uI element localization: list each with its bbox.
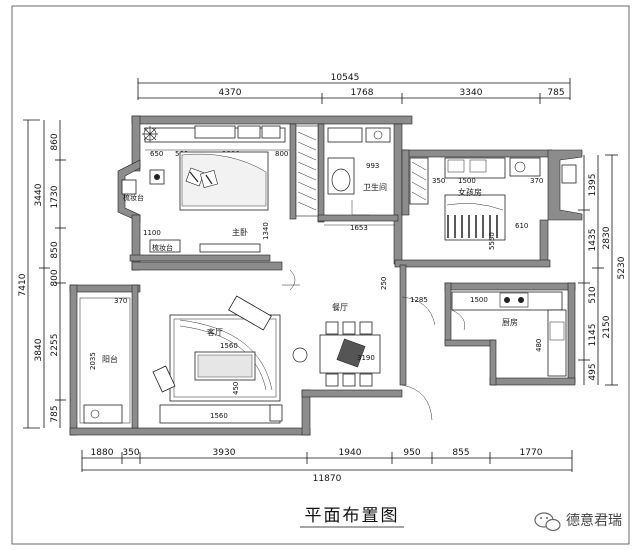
svg-text:480: 480 [535, 339, 543, 352]
svg-text:370: 370 [114, 297, 127, 305]
svg-text:1560: 1560 [220, 342, 238, 350]
top-dimensions: 10545 4370 1768 3340 785 [137, 73, 571, 104]
svg-text:2035: 2035 [89, 352, 97, 370]
walls [69, 115, 583, 436]
right-upper-total: 2830 [602, 226, 612, 249]
left-seg-4: 800 [50, 269, 60, 286]
balcony-label: 阳台 [102, 354, 118, 364]
right-seg-4: 1145 [588, 324, 598, 347]
right-overall-dim: 5230 [617, 256, 627, 279]
left-overall-dim: 7410 [18, 273, 28, 296]
bottom-dimensions: 1880 350 3930 1940 950 855 1770 11870 [81, 448, 573, 484]
bottom-seg-3: 3930 [213, 448, 236, 458]
bottom-overall-dim: 11870 [313, 474, 342, 484]
svg-text:1500: 1500 [470, 296, 488, 304]
left-dimensions: 7410 3440 3840 860 1730 850 800 2255 785 [18, 119, 66, 429]
living-room: 客厅 1560 1560 450 [152, 295, 283, 424]
bathroom-label: 卫生间 [363, 182, 387, 192]
top-dim-1: 4370 [219, 88, 242, 98]
svg-text:3190: 3190 [357, 354, 375, 362]
top-dim-4: 785 [547, 88, 564, 98]
left-seg-1: 860 [50, 133, 60, 150]
svg-text:650: 650 [150, 150, 163, 158]
living-room-label: 客厅 [207, 327, 223, 337]
left-seg-5: 2255 [50, 334, 60, 357]
wardrobe [295, 125, 319, 217]
master-bedroom: 650 500 1800 800 主卧 梳妆台 1100 1340 梳妆台 [121, 125, 290, 253]
right-lower-total: 2150 [602, 315, 612, 338]
top-dim-2: 1768 [351, 88, 374, 98]
girl-room: 350 1500 370 女孩房 610 5550 [409, 157, 577, 250]
svg-text:370: 370 [530, 177, 543, 185]
left-lower-total: 3840 [34, 338, 44, 361]
top-overall-dim: 10545 [331, 73, 360, 83]
title-block: 平面布置图 [300, 506, 404, 528]
armchair [228, 295, 272, 331]
svg-text:350: 350 [432, 177, 445, 185]
left-seg-3: 850 [50, 241, 60, 258]
svg-text:5550: 5550 [488, 232, 496, 250]
svg-text:1340: 1340 [262, 222, 270, 240]
bottom-seg-4: 1940 [339, 448, 362, 458]
left-upper-total: 3440 [34, 183, 44, 206]
brand-mark: 德意君瑞 [534, 512, 622, 532]
svg-text:993: 993 [366, 162, 379, 170]
svg-text:450: 450 [232, 382, 240, 395]
svg-text:1100: 1100 [143, 229, 161, 237]
right-seg-2: 1435 [588, 229, 598, 252]
right-seg-1: 1395 [588, 174, 598, 197]
svg-text:610: 610 [515, 222, 528, 230]
brand-name: 德意君瑞 [566, 512, 622, 529]
svg-text:250: 250 [380, 277, 388, 290]
svg-text:1560: 1560 [210, 412, 228, 420]
kitchen-label: 厨房 [502, 317, 518, 327]
laundry-sink [83, 404, 123, 424]
girl-bed [444, 194, 506, 241]
drawing-frame [11, 5, 630, 545]
plant-icon [142, 126, 158, 142]
top-dim-3: 3340 [460, 88, 483, 98]
bottom-seg-5: 950 [403, 448, 420, 458]
balcony: 370 阳台 2035 [79, 297, 131, 424]
svg-text:梳妆台: 梳妆台 [152, 243, 173, 252]
svg-text:梳妆台: 梳妆台 [123, 193, 144, 202]
bottom-seg-6: 855 [452, 448, 469, 458]
svg-text:1285: 1285 [410, 296, 428, 304]
right-seg-3: 510 [588, 286, 598, 303]
dining-room: 餐厅 3190 250 [282, 269, 436, 421]
left-seg-2: 1730 [50, 185, 60, 208]
svg-text:1653: 1653 [350, 224, 368, 232]
dining-room-label: 餐厅 [332, 303, 348, 312]
bottom-seg-1: 1880 [91, 448, 114, 458]
drawing-title: 平面布置图 [305, 506, 400, 526]
girl-room-label: 女孩房 [458, 187, 482, 197]
bottom-seg-7: 1770 [520, 448, 543, 458]
kitchen: 1285 1500 厨房 480 [410, 291, 567, 377]
bathroom: 993 993 卫生间 1653 [324, 127, 395, 232]
svg-text:800: 800 [275, 150, 288, 158]
svg-text:1500: 1500 [458, 177, 476, 185]
master-bedroom-label: 主卧 [232, 227, 248, 237]
wechat-icon [534, 512, 561, 532]
bottom-seg-2: 350 [122, 448, 139, 458]
left-seg-6: 785 [50, 405, 60, 422]
right-dimensions: 5230 2830 2150 1395 1435 510 1145 495 [578, 154, 627, 386]
right-seg-5: 495 [588, 363, 598, 380]
